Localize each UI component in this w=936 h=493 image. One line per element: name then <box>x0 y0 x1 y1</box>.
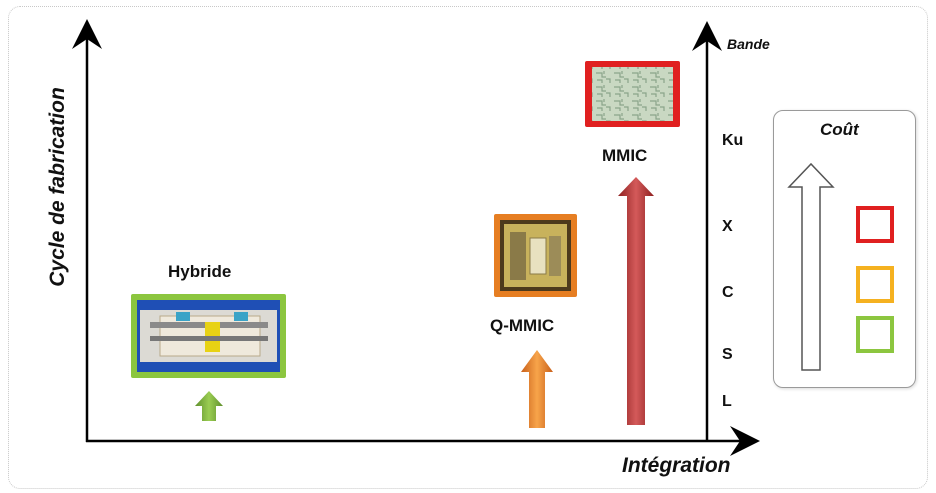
x-axis-label: Intégration <box>622 454 731 477</box>
qmmic-image <box>494 214 577 297</box>
qmmic-label: Q-MMIC <box>490 316 555 335</box>
diagram-frame <box>8 6 928 489</box>
cost-square-green <box>856 316 894 353</box>
mmic-image <box>585 61 680 127</box>
band-label-x: X <box>722 218 733 235</box>
cost-legend-box <box>773 110 916 388</box>
hybride-image <box>131 294 286 378</box>
band-axis-title: Bande <box>727 36 770 52</box>
band-label-s: S <box>722 346 733 363</box>
y-axis-label: Cycle de fabrication <box>46 87 69 287</box>
hybride-arrow <box>195 391 223 421</box>
cost-arrow <box>787 162 835 371</box>
band-label-ku: Ku <box>722 132 744 149</box>
mmic-label: MMIC <box>602 146 648 165</box>
mmic-arrow <box>618 177 654 425</box>
band-label-l: L <box>722 393 732 410</box>
cost-square-red <box>856 206 894 243</box>
hybride-label: Hybride <box>168 262 232 281</box>
band-label-c: C <box>722 284 734 301</box>
cost-legend-title: Coût <box>820 120 859 139</box>
qmmic-arrow <box>521 350 553 428</box>
cost-square-orange <box>856 266 894 303</box>
